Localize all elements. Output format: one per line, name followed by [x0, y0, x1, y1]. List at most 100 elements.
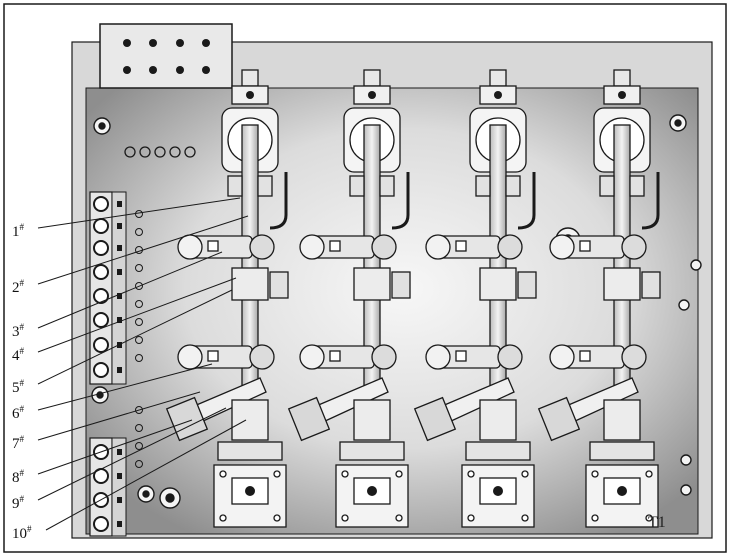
locating-hole [154, 146, 166, 158]
jaw-roller [549, 234, 575, 260]
terminal-mark [117, 317, 122, 323]
plate-hole [135, 406, 143, 414]
terminal-mark [117, 449, 122, 455]
jaw-roller [425, 234, 451, 260]
clamp-station [287, 69, 411, 528]
terminal-screw [93, 264, 109, 280]
connector-screw [591, 514, 599, 522]
side-block [349, 175, 365, 197]
connector-screw [395, 470, 403, 478]
connector-screw [219, 514, 227, 522]
connector-pin [149, 39, 157, 47]
plate-hole [135, 228, 143, 236]
lever-cylinder [537, 396, 581, 442]
valve-fitting [363, 69, 381, 87]
terminal-mark [117, 473, 122, 479]
jaw-pad [455, 350, 467, 362]
callout-7: 7# [12, 434, 25, 452]
lower-guide [353, 399, 391, 441]
left-terminal-strip-lower [89, 437, 127, 537]
terminal-screw [93, 516, 109, 532]
jaw-pad [207, 350, 219, 362]
jaw-pad [329, 240, 341, 252]
connector-screw [219, 470, 227, 478]
base-rail [339, 441, 405, 461]
terminal-mark [117, 497, 122, 503]
left-terminal-strip-upper [89, 191, 127, 385]
air-hose [269, 172, 288, 230]
connector-pin [176, 39, 184, 47]
terminal-mark [117, 245, 122, 251]
connector-pin [123, 39, 131, 47]
valve-fitting [489, 69, 507, 87]
base-rail [217, 441, 283, 461]
terminal-mark [117, 201, 122, 207]
locating-holes [124, 146, 196, 158]
link-bracket [391, 271, 411, 299]
jaw-pivot [371, 344, 397, 370]
link-block [603, 267, 641, 301]
valve-port [618, 91, 626, 99]
callout-labels: 1# 2# 3# 4# 5# 6# 7# 8# 9# 10# [12, 222, 32, 542]
connector-screw [341, 514, 349, 522]
base-rail [465, 441, 531, 461]
jaw-pivot [621, 234, 647, 260]
plate-hole [135, 282, 143, 290]
jaw-roller [177, 344, 203, 370]
jaw-pad [329, 350, 341, 362]
lever-cylinder [287, 396, 331, 442]
valve-port [368, 91, 376, 99]
jaw-roller [299, 344, 325, 370]
callout-6: 6# [12, 404, 25, 422]
link-bracket [269, 271, 289, 299]
clamp-station [413, 69, 537, 528]
locating-hole [139, 146, 151, 158]
jaw-pad [455, 240, 467, 252]
connector-center [493, 486, 503, 496]
callout-8: 8# [12, 468, 25, 486]
connector-pin [123, 66, 131, 74]
jaw-roller [549, 344, 575, 370]
valve-port [246, 91, 254, 99]
callout-4: 4# [12, 346, 25, 364]
link-bracket [641, 271, 661, 299]
terminal-mark [117, 367, 122, 373]
side-block [257, 175, 273, 197]
plate-hole [135, 318, 143, 326]
locating-hole [184, 146, 196, 158]
plate-hole [135, 442, 143, 450]
figure-label: T1 [648, 514, 666, 531]
connector-screw [521, 470, 529, 478]
lever-cylinder [413, 396, 457, 442]
link-bracket [517, 271, 537, 299]
side-block [227, 175, 243, 197]
jaw-pivot [249, 234, 275, 260]
terminal-mark [117, 223, 122, 229]
plate-hole [135, 354, 143, 362]
terminal-screw [93, 196, 109, 212]
link-block [479, 267, 517, 301]
hole-column [135, 210, 143, 468]
jaw-roller [425, 344, 451, 370]
plate-hole [135, 300, 143, 308]
terminal-screw [93, 362, 109, 378]
air-hose [517, 172, 536, 230]
side-block [599, 175, 615, 197]
jaw-pivot [249, 344, 275, 370]
connector-pin [176, 66, 184, 74]
side-block [379, 175, 395, 197]
leader-lines [37, 197, 249, 531]
lever-cylinder [165, 396, 209, 442]
jaw-roller [177, 234, 203, 260]
lower-guide [479, 399, 517, 441]
valve-fitting [241, 69, 259, 87]
jaw-pivot [621, 344, 647, 370]
callout-10: 10# [12, 524, 32, 542]
side-block [505, 175, 521, 197]
clamp-station [165, 69, 289, 528]
connector-screw [521, 514, 529, 522]
plate-hole [135, 264, 143, 272]
terminal-mark [117, 521, 122, 527]
jaw-pivot [497, 234, 523, 260]
locating-hole [169, 146, 181, 158]
